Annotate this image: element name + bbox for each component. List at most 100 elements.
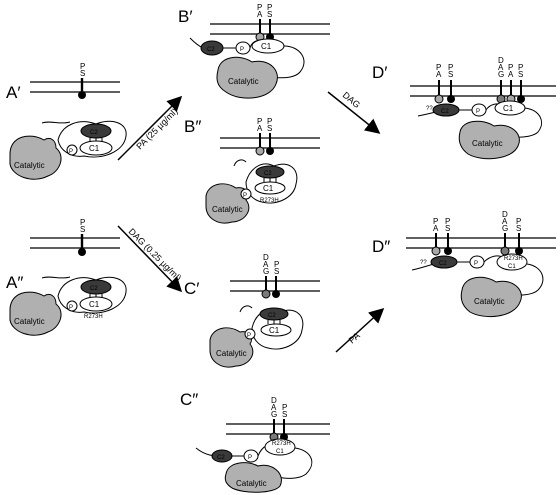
lipid-s: S bbox=[267, 124, 272, 133]
p-domain bbox=[66, 300, 78, 312]
question-label: ?? bbox=[426, 106, 433, 112]
lipid-s: S bbox=[274, 267, 279, 276]
lipid-s: S bbox=[516, 224, 521, 233]
pa-headgroup bbox=[434, 94, 444, 104]
lipid-a: A bbox=[433, 224, 439, 233]
c2-label: C2 bbox=[217, 455, 225, 461]
lipid-d: D bbox=[498, 56, 504, 65]
ps-headgroup bbox=[78, 91, 86, 99]
panel-label-b-double-prime: B″ bbox=[184, 117, 201, 136]
catalytic-domain bbox=[209, 327, 254, 368]
p-label: P bbox=[476, 109, 480, 115]
arrow-pa bbox=[117, 95, 183, 161]
c2-label: C2 bbox=[90, 130, 98, 136]
lipid-p: P bbox=[516, 217, 521, 226]
lipid-g: G bbox=[502, 224, 508, 233]
p-label: P bbox=[248, 455, 252, 461]
lipid-p: P bbox=[274, 260, 279, 269]
arrow-label-dag-conc: DAG (0.25 µg/ml) bbox=[127, 226, 184, 283]
catalytic-domain bbox=[9, 135, 62, 180]
lipid-p: P bbox=[448, 63, 453, 72]
c1-label: C1 bbox=[276, 449, 284, 455]
lipid-a: A bbox=[257, 10, 263, 19]
lipid-d: D bbox=[263, 253, 269, 262]
catalytic-label: Catalytic bbox=[14, 161, 45, 170]
catalytic-domain bbox=[205, 183, 250, 224]
arrow-label-pa-conc: PA (25 µg/ml) bbox=[134, 106, 179, 151]
c1-domain bbox=[254, 181, 286, 195]
c1-label: C1 bbox=[263, 184, 274, 193]
question-label: ?? bbox=[420, 260, 427, 266]
ps-headgroup bbox=[272, 290, 280, 298]
c1-label: C1 bbox=[261, 42, 272, 51]
catalytic-label: Catalytic bbox=[14, 317, 45, 326]
catalytic-domain bbox=[9, 291, 62, 336]
lipid-a: A bbox=[436, 70, 442, 79]
arrow-dag-to-d bbox=[327, 91, 381, 134]
lipid-p: P bbox=[267, 117, 272, 126]
c2-label: C2 bbox=[207, 47, 215, 53]
lipid-s: S bbox=[282, 410, 287, 419]
lipid-g: G bbox=[271, 410, 277, 419]
lipid-s: S bbox=[80, 225, 85, 234]
panel-label-a-double-prime: A″ bbox=[6, 273, 23, 292]
p-label: P bbox=[69, 149, 73, 155]
lipid-p: P bbox=[436, 63, 441, 72]
catalytic-domain bbox=[224, 462, 282, 493]
lipid-p: P bbox=[445, 217, 450, 226]
catalytic-label: Catalytic bbox=[228, 77, 259, 86]
catalytic-domain bbox=[458, 120, 520, 160]
panel-label-b-prime: B′ bbox=[178, 7, 193, 26]
lipid-p: P bbox=[257, 3, 262, 12]
mutant-label: R273H bbox=[84, 314, 103, 320]
panel-c-prime: C′ D A G P S Catalytic C2 C1 P bbox=[184, 253, 320, 368]
panel-d-double-prime: D″ P A P S D A G P S ?? C2 P R273H C1 Ca… bbox=[372, 210, 556, 318]
mutant-label: R273H bbox=[504, 256, 523, 262]
lipid-a: A bbox=[257, 124, 263, 133]
panel-label-d-prime: D′ bbox=[372, 63, 387, 82]
c1-label: C1 bbox=[89, 300, 100, 309]
c1-label: C1 bbox=[508, 264, 516, 270]
lipid-g: G bbox=[498, 70, 504, 79]
ps-headgroup bbox=[515, 247, 523, 255]
lipid-a: A bbox=[508, 70, 514, 79]
p-label: P bbox=[69, 305, 73, 311]
ps-headgroup bbox=[447, 95, 455, 103]
panel-label-c-double-prime: C″ bbox=[180, 390, 198, 409]
c1-domain bbox=[79, 140, 113, 156]
c2-label: C2 bbox=[264, 171, 272, 177]
lipid-a: A bbox=[263, 260, 269, 269]
lipid-g: G bbox=[263, 267, 269, 276]
pa-headgroup bbox=[431, 246, 441, 256]
p-label: P bbox=[240, 47, 244, 53]
panel-label-d-double-prime: D″ bbox=[372, 237, 390, 256]
arrow-label-pa: PA bbox=[347, 330, 362, 345]
arrow-dag bbox=[117, 225, 183, 293]
panel-b-prime: B′ P A P S C2 P C1 Catalytic bbox=[178, 3, 330, 99]
arrow-pa-to-d bbox=[335, 307, 385, 353]
lipid-s: S bbox=[267, 10, 272, 19]
lipid-a: A bbox=[498, 63, 504, 72]
catalytic-label: Catalytic bbox=[472, 139, 503, 148]
lipid-p: P bbox=[267, 3, 272, 12]
panel-a-prime: A′ P S Catalytic C2 C1 P bbox=[6, 62, 127, 180]
lipid-d: D bbox=[502, 210, 508, 219]
catalytic-label: Catalytic bbox=[474, 297, 505, 306]
ps-headgroup bbox=[517, 95, 525, 103]
c1-domain bbox=[79, 296, 113, 312]
c2-label: C2 bbox=[441, 109, 449, 115]
catalytic-domain bbox=[216, 56, 278, 99]
panel-d-prime: D′ P A P S D A G P A P S ?? C2 P C1 bbox=[372, 56, 556, 160]
c1-domain bbox=[260, 323, 292, 337]
catalytic-label: Catalytic bbox=[212, 205, 243, 214]
lipid-s: S bbox=[518, 70, 523, 79]
mutant-label: R273H bbox=[260, 198, 279, 204]
lipid-p: P bbox=[282, 403, 287, 412]
lipid-p: P bbox=[80, 218, 85, 227]
c2-label: C2 bbox=[439, 261, 447, 267]
c1-label: C1 bbox=[89, 144, 100, 153]
ps-headgroup bbox=[78, 248, 86, 256]
c1-domain bbox=[264, 438, 296, 456]
arrow-label-dag: DAG bbox=[341, 90, 362, 110]
lipid-p: P bbox=[518, 63, 523, 72]
